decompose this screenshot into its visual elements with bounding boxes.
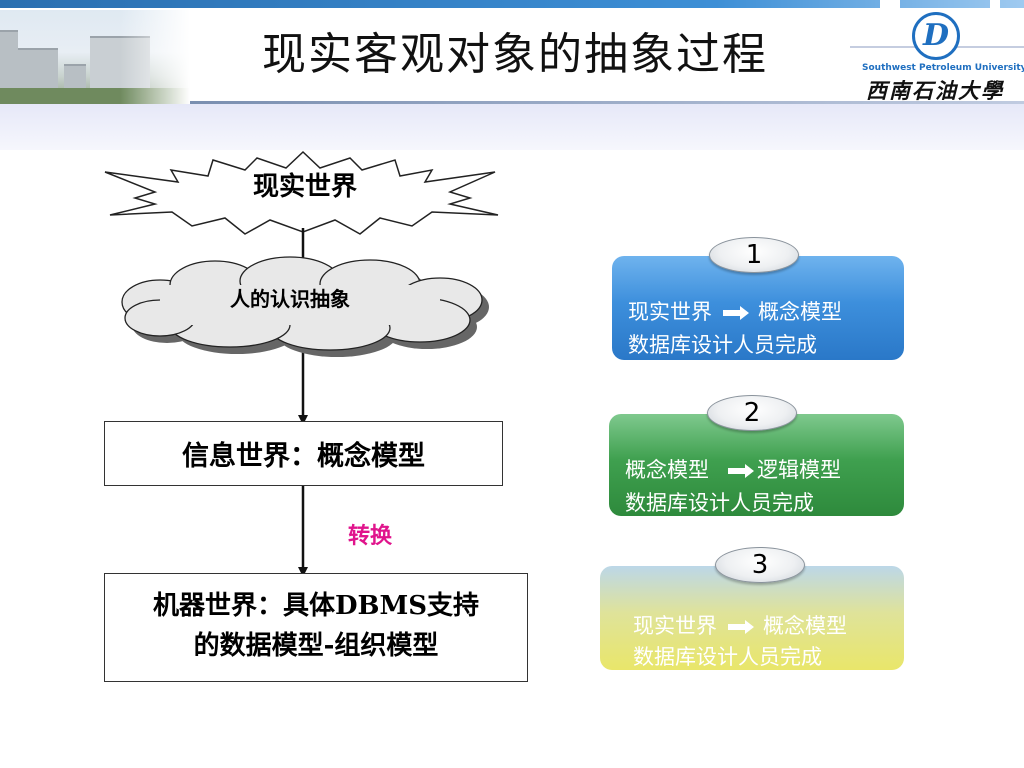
- machine-world-label-line2: 的数据模型-组织模型: [193, 631, 439, 661]
- arrow-right-icon: [728, 620, 754, 634]
- university-logo-icon: D: [912, 12, 960, 60]
- arrow-right-icon: [723, 306, 749, 320]
- human-cognition-label: 人的认识抽象: [230, 287, 350, 311]
- machine-world-box: 机器世界：具体DBMS支持 的数据模型-组织模型: [104, 573, 528, 682]
- real-world-label: 现实世界: [252, 172, 357, 202]
- step-2-note: 数据库设计人员完成: [625, 491, 814, 515]
- info-world-label: 信息世界：概念模型: [182, 441, 425, 472]
- university-name-en: Southwest Petroleum University: [862, 63, 1024, 73]
- step-2-from: 概念模型: [625, 458, 709, 482]
- step-1-from: 现实世界: [628, 300, 712, 324]
- step-card-2: 概念模型 逻辑模型 数据库设计人员完成: [609, 414, 904, 516]
- step-3-to: 概念模型: [763, 614, 847, 638]
- arrow-right-icon: [728, 464, 754, 478]
- step-3-from: 现实世界: [633, 614, 717, 638]
- step-1-number-badge: 1: [709, 237, 799, 273]
- info-world-box: 信息世界：概念模型: [104, 421, 503, 486]
- machine-world-label-line1: 机器世界：具体DBMS支持: [152, 591, 480, 621]
- convert-label: 转换: [348, 523, 393, 549]
- step-2-number-badge: 2: [707, 395, 797, 431]
- page-title: 现实客观对象的抽象过程: [262, 29, 768, 80]
- top-accent-bar: [0, 0, 1024, 8]
- header-band: [0, 104, 1024, 150]
- university-name-cn: 西南石油大學: [866, 78, 1004, 103]
- step-1-note: 数据库设计人员完成: [628, 333, 817, 357]
- step-1-to: 概念模型: [758, 300, 842, 324]
- step-3-note: 数据库设计人员完成: [633, 645, 822, 669]
- step-2-to: 逻辑模型: [757, 458, 841, 482]
- step-3-number-badge: 3: [715, 547, 805, 583]
- step-card-3: 现实世界 概念模型 数据库设计人员完成: [600, 566, 904, 670]
- campus-photo: [0, 10, 190, 104]
- header-divider: [190, 101, 1024, 104]
- step-card-1: 现实世界 概念模型 数据库设计人员完成: [612, 256, 904, 360]
